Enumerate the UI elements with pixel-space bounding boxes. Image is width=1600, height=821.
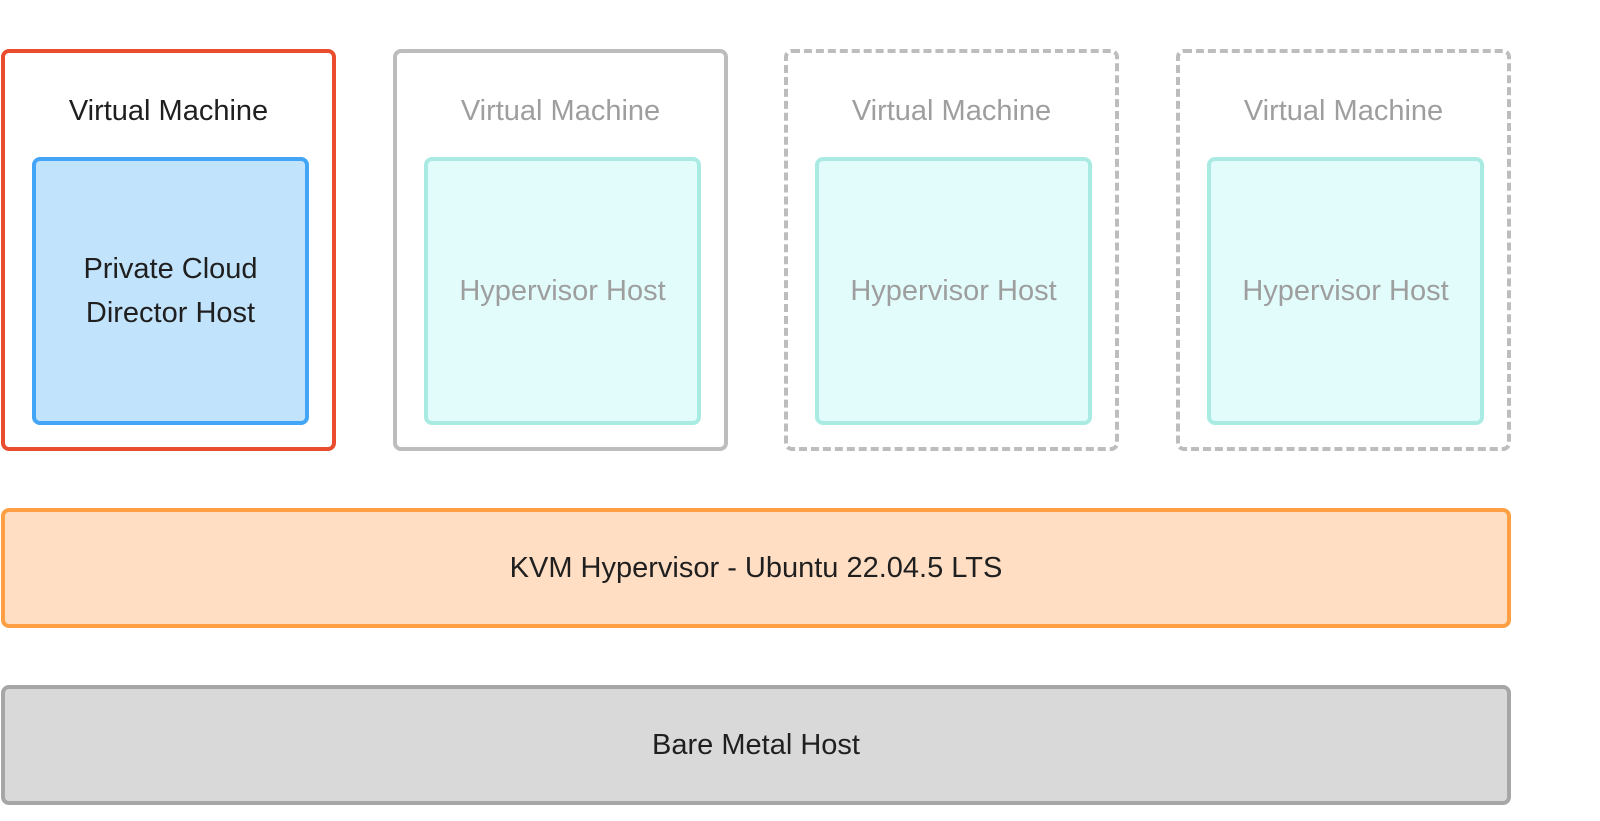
host-label-line: Hypervisor Host (1242, 275, 1449, 307)
host-label-line: Hypervisor Host (459, 275, 666, 307)
virtual-machine-hypervisor-2: Virtual Machine Hypervisor Host (784, 49, 1119, 451)
vm-title: Virtual Machine (851, 95, 1052, 127)
bare-metal-host-label: Bare Metal Host (652, 728, 860, 761)
hypervisor-host: Hypervisor Host (1207, 157, 1484, 425)
hypervisor-host: Hypervisor Host (815, 157, 1092, 425)
vm-title: Virtual Machine (1243, 95, 1444, 127)
hypervisor-host: Hypervisor Host (424, 157, 701, 425)
host-label-line: Private Cloud (83, 253, 258, 285)
vm-title: Virtual Machine (460, 95, 661, 127)
vm-title: Virtual Machine (68, 95, 269, 127)
virtual-machine-pcd: Virtual Machine Private Cloud Director H… (1, 49, 336, 451)
bare-metal-host-layer: Bare Metal Host (1, 685, 1511, 805)
kvm-hypervisor-layer: KVM Hypervisor - Ubuntu 22.04.5 LTS (1, 508, 1511, 628)
virtual-machine-hypervisor-1: Virtual Machine Hypervisor Host (393, 49, 728, 451)
host-label-line: Director Host (85, 297, 256, 329)
host-label-line: Hypervisor Host (850, 275, 1057, 307)
kvm-hypervisor-label: KVM Hypervisor - Ubuntu 22.04.5 LTS (509, 551, 1003, 584)
virtual-machine-hypervisor-3: Virtual Machine Hypervisor Host (1176, 49, 1511, 451)
private-cloud-director-host: Private Cloud Director Host (32, 157, 309, 425)
